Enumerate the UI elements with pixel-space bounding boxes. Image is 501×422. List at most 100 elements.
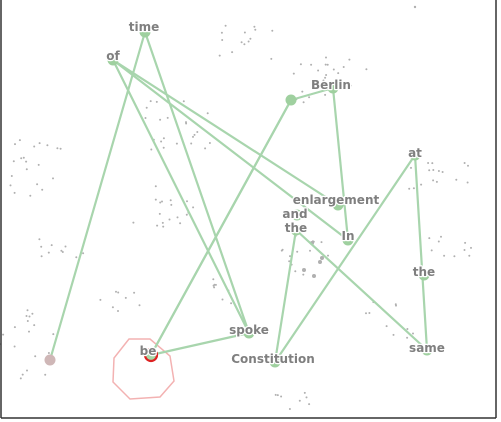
start-node[interactable]: [44, 354, 56, 366]
background-point: [218, 54, 221, 57]
background-point: [117, 291, 120, 294]
word-node[interactable]: [139, 26, 151, 38]
background-point: [64, 245, 67, 248]
background-point: [310, 63, 313, 66]
background-point: [25, 160, 28, 163]
background-point: [308, 403, 311, 406]
background-point: [10, 175, 13, 177]
background-point: [33, 145, 36, 148]
background-point: [470, 246, 472, 249]
word-node[interactable]: [332, 199, 344, 211]
background-point: [274, 393, 277, 396]
background-point: [169, 199, 172, 202]
background-point: [99, 298, 102, 301]
background-point: [301, 90, 304, 93]
background-point: [288, 260, 291, 263]
background-point: [21, 373, 24, 376]
word-node[interactable]: [290, 224, 302, 236]
background-point: [204, 147, 207, 150]
background-point: [408, 187, 411, 190]
background-point: [308, 96, 311, 99]
background-point: [441, 171, 444, 173]
background-point: [26, 309, 29, 312]
background-point: [168, 218, 171, 221]
word-node[interactable]: [291, 209, 303, 221]
background-point: [280, 395, 283, 398]
path-edge: [273, 153, 417, 364]
background-point: [38, 142, 41, 145]
background-point: [206, 112, 209, 115]
background-point: [61, 251, 64, 253]
background-point: [154, 198, 157, 201]
word-node[interactable]: [342, 234, 354, 246]
background-point: [13, 191, 16, 194]
background-point: [25, 168, 28, 171]
background-point: [220, 31, 223, 34]
word-node[interactable]: [107, 54, 119, 66]
background-point: [213, 286, 216, 289]
background-point: [162, 225, 165, 228]
background-point: [158, 212, 161, 215]
background-point: [59, 147, 62, 150]
word-node[interactable]: [409, 149, 421, 161]
background-point: [437, 170, 440, 172]
background-point: [324, 93, 327, 96]
background-point: [324, 76, 327, 79]
background-point: [298, 399, 301, 402]
background-point: [432, 179, 435, 182]
background-point: [326, 63, 329, 66]
word-node[interactable]: [269, 356, 281, 368]
background-point: [75, 256, 78, 259]
background-point: [33, 324, 36, 327]
path-edge: [273, 228, 298, 364]
word-label: time: [129, 20, 160, 34]
background-point: [185, 122, 188, 125]
background-point: [318, 260, 322, 264]
word-node[interactable]: [285, 94, 297, 106]
background-point: [302, 268, 306, 272]
background-point: [186, 200, 188, 203]
background-point: [320, 256, 324, 260]
background-point: [38, 238, 41, 241]
path-edge: [48, 30, 147, 362]
background-point: [435, 180, 438, 183]
background-point: [427, 162, 430, 164]
word-node[interactable]: [421, 344, 433, 356]
background-point: [327, 254, 329, 257]
background-point: [343, 84, 346, 87]
background-point: [47, 251, 50, 254]
word-node[interactable]: [243, 327, 255, 339]
background-point: [406, 336, 409, 339]
background-point: [453, 255, 456, 258]
word-label: enlargement: [293, 193, 380, 207]
background-point: [34, 355, 37, 358]
background-point: [25, 315, 28, 317]
background-point: [230, 302, 233, 305]
background-point: [413, 5, 417, 9]
background-point: [430, 249, 433, 252]
background-point: [406, 328, 409, 330]
background-point: [249, 37, 252, 40]
background-point: [292, 72, 295, 75]
path-edge: [111, 58, 350, 242]
background-point: [132, 221, 135, 224]
background-point: [455, 178, 458, 181]
background-point: [50, 244, 53, 247]
word-node[interactable]: [327, 82, 339, 94]
background-point: [410, 166, 412, 169]
current-word-node[interactable]: [143, 347, 159, 363]
background-point: [412, 332, 414, 335]
background-point: [31, 312, 34, 315]
background-point: [428, 169, 431, 172]
background-point: [150, 148, 153, 151]
background-point: [2, 333, 5, 336]
background-point: [385, 325, 388, 328]
background-point: [170, 203, 173, 206]
background-point: [325, 56, 327, 59]
path-edge: [111, 58, 340, 207]
word-label: spoke: [229, 323, 269, 337]
background-point: [394, 303, 397, 306]
word-label: at: [408, 146, 422, 160]
word-node[interactable]: [418, 269, 430, 281]
